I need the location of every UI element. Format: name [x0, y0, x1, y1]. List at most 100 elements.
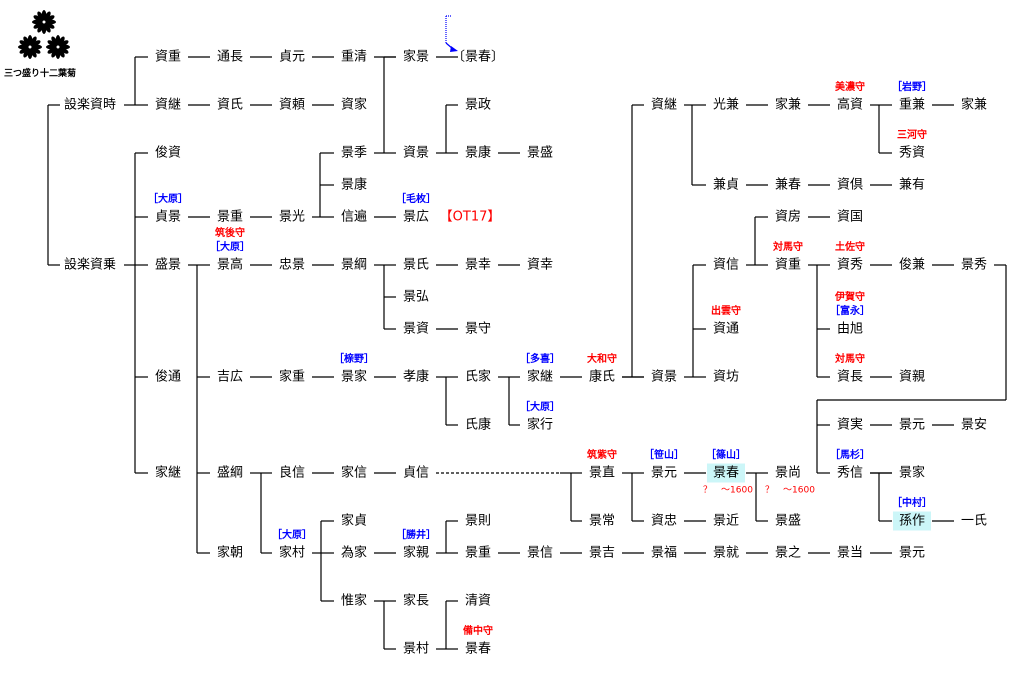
office-title: 筑紫守 — [587, 450, 617, 461]
person-node: 景弘 — [402, 289, 430, 305]
person-node: 吉広 — [216, 369, 244, 385]
person-node: 資景 — [402, 145, 430, 161]
person-node: 盛綱 — [216, 465, 244, 481]
life-dates: ？ ～1600 — [765, 485, 815, 496]
person-node: 設楽資乗 — [63, 257, 117, 273]
person-node: 氏康 — [464, 417, 492, 433]
person-node: 景元 — [898, 417, 926, 433]
person-node: 秀資 — [898, 145, 926, 161]
person-node: 景康 — [464, 145, 492, 161]
person-node: 家信 — [340, 465, 368, 481]
person-node: 景福 — [650, 545, 678, 561]
person-node: 光兼 — [712, 97, 740, 113]
person-node: 〔景春〕 — [451, 49, 505, 65]
person-node: 景氏 — [402, 257, 430, 273]
clan-name: ［中村］ — [892, 498, 932, 509]
person-node: 氏家 — [464, 369, 492, 385]
person-node: 良信 — [278, 465, 306, 481]
clan-name: ［岩野］ — [892, 82, 932, 93]
reference-code: 【OT17】 — [439, 209, 501, 225]
person-node: 景尚 — [774, 465, 802, 481]
chrysanthemum-flower — [18, 35, 42, 59]
person-node: 高資 — [836, 97, 864, 113]
person-node: 資秀 — [836, 257, 864, 273]
person-node: 家継 — [154, 465, 182, 481]
person-node: 家兼 — [774, 97, 802, 113]
person-node: 設楽資時 — [63, 97, 117, 113]
person-node: 資幸 — [526, 257, 554, 273]
person-node: 景吉 — [588, 545, 616, 561]
person-node: 資通 — [712, 321, 740, 337]
person-node: 秀信 — [836, 465, 864, 481]
office-title: 土佐守 — [835, 242, 865, 253]
person-node: 景安 — [960, 417, 988, 433]
clan-name: ［馬杉］ — [830, 450, 870, 461]
clan-name: ［大原］ — [210, 242, 250, 253]
person-node: 兼春 — [774, 177, 802, 193]
clan-name: ［大原］ — [520, 402, 560, 413]
person-node: 景季 — [340, 145, 368, 161]
person-node: 信遍 — [340, 209, 368, 225]
person-node: 資継 — [154, 97, 182, 113]
person-node: 景近 — [712, 513, 740, 529]
person-node: 資継 — [650, 97, 678, 113]
clan-name: ［篠山］ — [706, 450, 746, 461]
clan-name: ［大原］ — [148, 194, 188, 205]
connector-line — [445, 42, 454, 50]
person-node: 家親 — [402, 545, 430, 561]
person-node: 景則 — [464, 513, 492, 529]
clan-name: ［毛枚］ — [396, 194, 436, 205]
person-node: 資景 — [650, 369, 678, 385]
person-node: 景家 — [898, 465, 926, 481]
person-node: 貞信 — [402, 465, 430, 481]
person-node: 貞景 — [154, 209, 182, 225]
person-node: 景盛 — [526, 145, 554, 161]
life-dates: ？ ～1600 — [703, 485, 753, 496]
person-node: 景光 — [278, 209, 306, 225]
person-node: 資親 — [898, 369, 926, 385]
person-node: 惟家 — [340, 593, 368, 609]
person-node: 景綱 — [340, 257, 368, 273]
office-title: 出雲守 — [711, 306, 741, 317]
person-node: 景信 — [526, 545, 554, 561]
person-node: 貞元 — [278, 49, 306, 65]
person-node: 資房 — [774, 209, 802, 225]
person-node: 俊通 — [154, 369, 182, 385]
office-title: 伊賀守 — [835, 292, 865, 303]
crest-label: 三つ盛り十二葉菊 — [4, 69, 77, 79]
person-node: 俊資 — [154, 145, 182, 161]
person-node: 兼貞 — [712, 177, 740, 193]
person-node: 景秀 — [960, 257, 988, 273]
person-node: 孝康 — [402, 369, 430, 385]
person-node: 景春 — [464, 641, 492, 657]
person-node: 景高 — [216, 257, 244, 273]
person-node: 資倶 — [836, 177, 864, 193]
person-node: 資実 — [836, 417, 864, 433]
chrysanthemum-flower — [32, 10, 56, 34]
person-node: 景直 — [588, 465, 616, 481]
person-node: 景康 — [340, 177, 368, 193]
person-node: 家行 — [526, 417, 554, 433]
person-node: 資坊 — [712, 369, 740, 385]
person-node: 景元 — [650, 465, 678, 481]
office-title: 対馬守 — [835, 354, 865, 365]
person-node: 清資 — [464, 593, 492, 609]
person-node: 景之 — [774, 545, 802, 561]
person-node: 景広 — [402, 209, 430, 225]
person-node: 家長 — [402, 593, 430, 609]
person-node: 重清 — [340, 49, 368, 65]
person-node: 通長 — [216, 49, 244, 65]
person-node: 資重 — [154, 49, 182, 65]
person-node: 景幸 — [464, 257, 492, 273]
person-node: 資信 — [712, 257, 740, 273]
person-node: 忠景 — [278, 257, 306, 273]
person-node: 俊兼 — [898, 257, 926, 273]
person-node: 資長 — [836, 369, 864, 385]
person-node: 景家 — [340, 369, 368, 385]
person-node: 景常 — [588, 513, 616, 529]
office-title: 筑後守 — [215, 228, 245, 239]
chrysanthemum-crest-icon — [18, 10, 70, 59]
person-node: 景重 — [464, 545, 492, 561]
